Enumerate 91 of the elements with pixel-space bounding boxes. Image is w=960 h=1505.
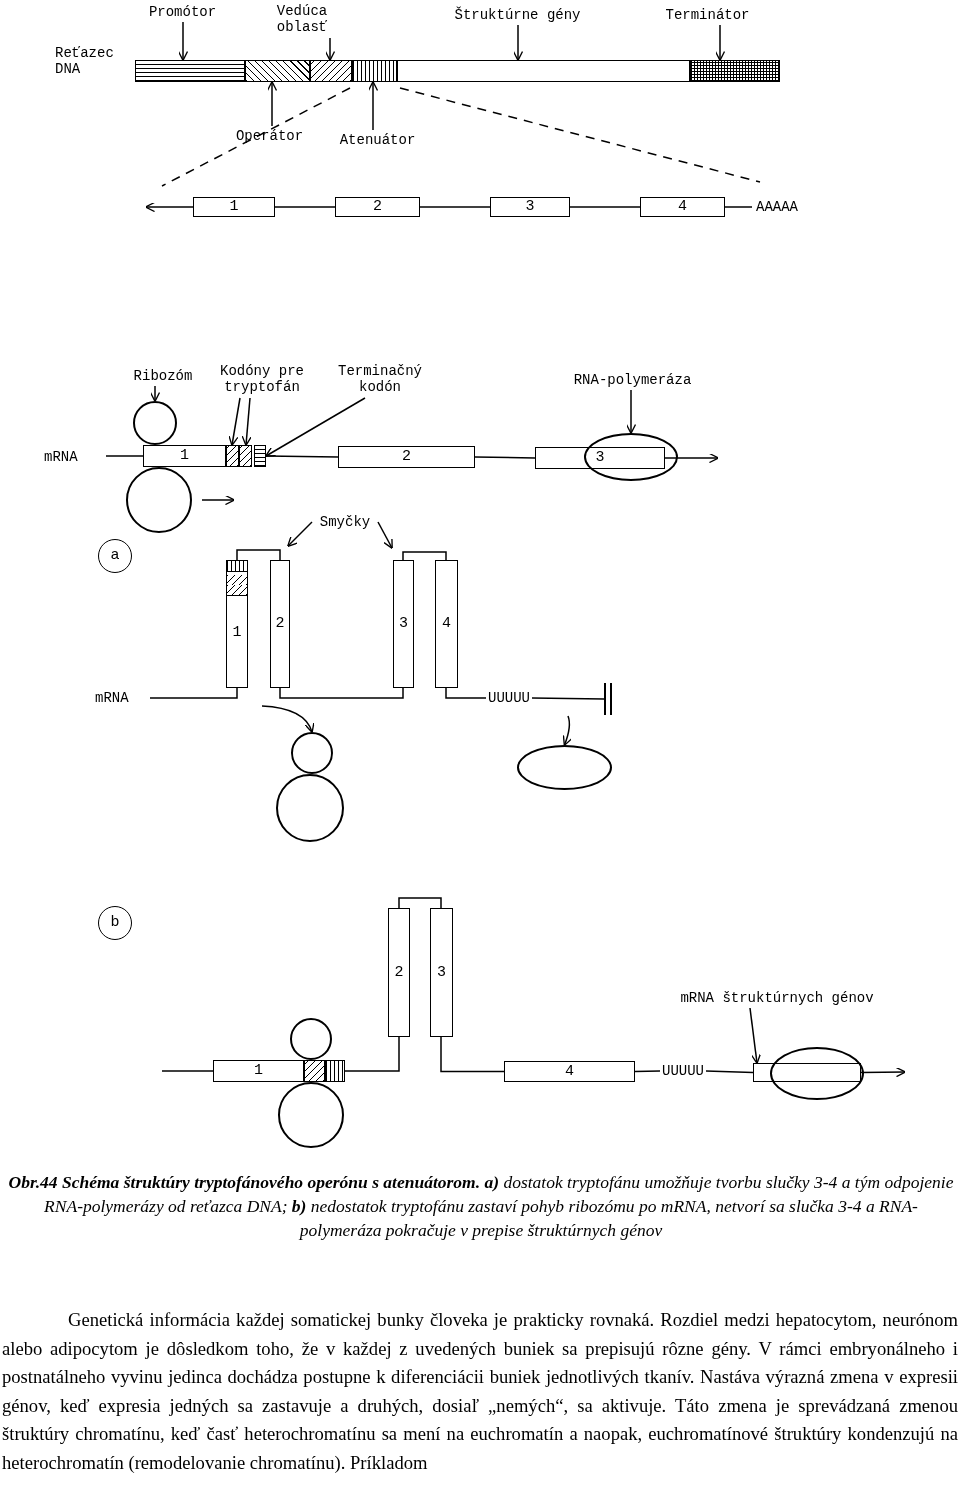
arrow — [714, 24, 726, 62]
strand-line — [634, 1070, 661, 1073]
segment-box: 3 — [535, 447, 665, 469]
strand-line — [105, 455, 144, 457]
mrna-segment — [753, 1063, 861, 1082]
strand-line — [569, 206, 641, 208]
arrow — [144, 201, 194, 213]
arrow — [287, 521, 313, 547]
callout-label: Promótor — [140, 2, 225, 22]
segment-box: 1 — [143, 445, 226, 467]
arrow — [367, 80, 379, 131]
attenuator-segment — [352, 60, 397, 82]
terminator-segment — [690, 60, 780, 82]
strand-line — [402, 551, 447, 561]
arrow — [264, 397, 366, 457]
arrow — [562, 715, 573, 747]
callout-label: Vedúca oblasť — [262, 0, 342, 38]
callout-label: Kodóny pre tryptofán — [212, 360, 312, 398]
arrow — [228, 397, 241, 447]
strand-line — [419, 206, 491, 208]
stem-box: 1 — [226, 560, 248, 688]
segment-box: 2 — [338, 446, 475, 468]
callout-label: Ribozóm — [128, 366, 198, 386]
segment-box: 3 — [490, 197, 570, 217]
strand-line — [705, 1070, 754, 1074]
part-label: Reťazec DNA — [55, 45, 115, 77]
arrow — [177, 21, 189, 62]
arrow — [664, 452, 720, 464]
arrow — [261, 705, 314, 734]
arrow — [512, 24, 524, 62]
strand-line — [274, 206, 336, 208]
callout-label: Štruktúrne gény — [445, 5, 590, 25]
strand-line — [161, 1070, 214, 1072]
stem-box: 4 — [435, 560, 458, 688]
stop-codon-segment — [325, 1060, 345, 1082]
stop-codon-segment — [254, 445, 266, 467]
figure-caption: Obr.44 Schéma štruktúry tryptofánového operónu s atenuátorom. a) dostatok tryptofánu umožňuje tvorbu slučky 3-4 a tým odpojenie RNA-polymerázy od reťazca DNA; b) nedostatok tryptofánu zastaví pohyb ribozómu po mRNA, netvorí sa slučka 3-4 a RNA-polymeráza pokračuje v prepise štruktúrnych génov — [7, 1171, 955, 1242]
stem-box: 3 — [393, 560, 414, 688]
stem-box: 2 — [270, 560, 290, 688]
arrow — [324, 37, 336, 62]
stem-box: 3 — [430, 908, 453, 1037]
arrow — [241, 397, 252, 447]
callout-label: Terminátor — [660, 5, 755, 25]
poly-u-label: UUUUU — [486, 690, 532, 706]
arrow — [266, 80, 278, 127]
strand-line — [724, 206, 753, 208]
segment-box: 4 — [640, 197, 725, 217]
callout-label: Atenuátor — [335, 130, 420, 150]
codon-segment — [226, 445, 239, 467]
strand-line — [440, 1036, 505, 1073]
callout-label: Terminačný kodón — [328, 360, 432, 398]
segment-box: 1 — [193, 197, 275, 217]
polymerase-ellipse — [517, 745, 612, 790]
strand-line — [474, 456, 536, 459]
poly-a-label: AAAAA — [752, 199, 802, 215]
strand-line — [149, 687, 238, 699]
poly-u-label: UUUUU — [660, 1063, 706, 1079]
leader-segment — [310, 60, 352, 82]
polymerase-ellipse — [770, 1047, 864, 1100]
strand-line — [445, 687, 487, 699]
arrow — [377, 521, 393, 550]
segment-box: 4 — [504, 1061, 635, 1082]
stem-box: 2 — [388, 908, 410, 1037]
polymerase-ellipse — [584, 433, 678, 481]
callout-label: mRNA štruktúrnych génov — [672, 988, 882, 1008]
strand-label: mRNA — [95, 690, 130, 706]
ribosome-subunit-circle — [276, 774, 344, 842]
arrow — [749, 1007, 762, 1065]
operator-segment — [245, 60, 310, 82]
codon-segment — [239, 445, 252, 467]
arrow — [625, 389, 637, 435]
callout-label: Operátor — [232, 126, 307, 146]
codon-segment — [304, 1060, 325, 1082]
terminator-symbol — [604, 683, 612, 715]
strand-line — [531, 697, 605, 700]
segment-box: 2 — [335, 197, 420, 217]
strand-label: mRNA — [44, 449, 79, 465]
structural-genes-segment — [397, 60, 690, 82]
strand-line — [236, 549, 281, 561]
ribosome-subunit-circle — [291, 732, 333, 774]
strand-line — [265, 455, 339, 458]
callout-label: Smyčky — [312, 512, 378, 532]
strand-line — [398, 897, 442, 909]
strand-line — [279, 687, 404, 699]
ribosome-subunit-circle — [278, 1082, 344, 1148]
promoter-segment — [135, 60, 245, 82]
segment-box: 1 — [213, 1060, 304, 1082]
callout-label: RNA-polymeráza — [565, 370, 700, 390]
body-paragraph: Genetická informácia každej somatickej bunky človeka je prakticky rovnaká. Rozdiel medzi hepatocytom, neurónom alebo adipocytom je dôsledkom toho, že v každej z uvedených buniek sa prepisujú rôzne gény. V rámci embryonálneho i postnatálneho vyvinu jedinca dochádza postupne k diferenciácii buniek jednotlivých tkanív. Nastáva výrazná zmena v expresii génov, keď expresia jedných sa zastavuje a druhých, dosiaľ „nemých“, sa aktivuje. Táto zmena je sprevádzaná zmenou štruktúry chromatínu, keď časť heterochromatínu sa mení na euchromatín a naopak, euchromatínové štruktúry kondenzujú na heterochromatín (remodelovanie chromatínu). Príkladom — [2, 1308, 958, 1475]
ribosome-subunit-circle — [290, 1018, 332, 1060]
arrow — [149, 385, 161, 403]
